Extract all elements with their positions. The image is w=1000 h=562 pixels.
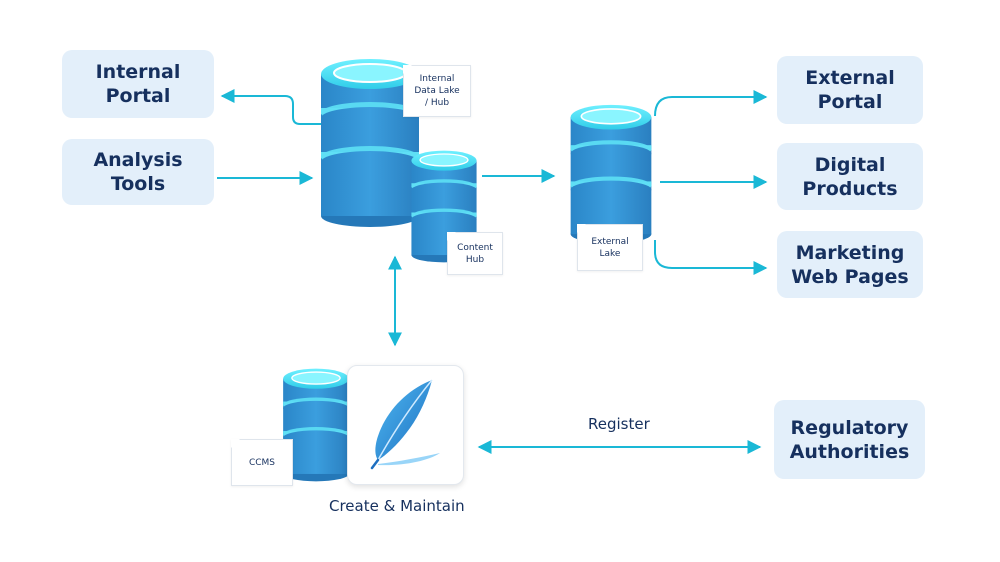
external-lake-database-icon xyxy=(569,104,653,244)
internal-portal-box: Internal Portal xyxy=(62,50,214,118)
external-portal-box: External Portal xyxy=(777,56,923,124)
internal-data-lake-tag: Internal Data Lake / Hub xyxy=(403,65,471,117)
regulatory-authorities-box: Regulatory Authorities xyxy=(774,400,925,479)
arrow-hub-to-internal-portal xyxy=(220,89,322,125)
create-maintain-label: Create & Maintain xyxy=(329,497,465,515)
quill-icon xyxy=(370,379,440,470)
content-hub-tag: Content Hub xyxy=(447,232,503,275)
marketing-web-pages-box: Marketing Web Pages xyxy=(777,231,923,298)
digital-products-box: Digital Products xyxy=(777,143,923,210)
ccms-tag: CCMS xyxy=(231,439,293,486)
authoring-card xyxy=(347,365,464,485)
register-label: Register xyxy=(588,415,650,433)
arrow-lake-to-marketing xyxy=(654,240,768,275)
external-lake-tag: External Lake xyxy=(577,224,643,271)
analysis-tools-box: Analysis Tools xyxy=(62,139,214,205)
arrow-lake-to-external-portal xyxy=(654,90,768,117)
